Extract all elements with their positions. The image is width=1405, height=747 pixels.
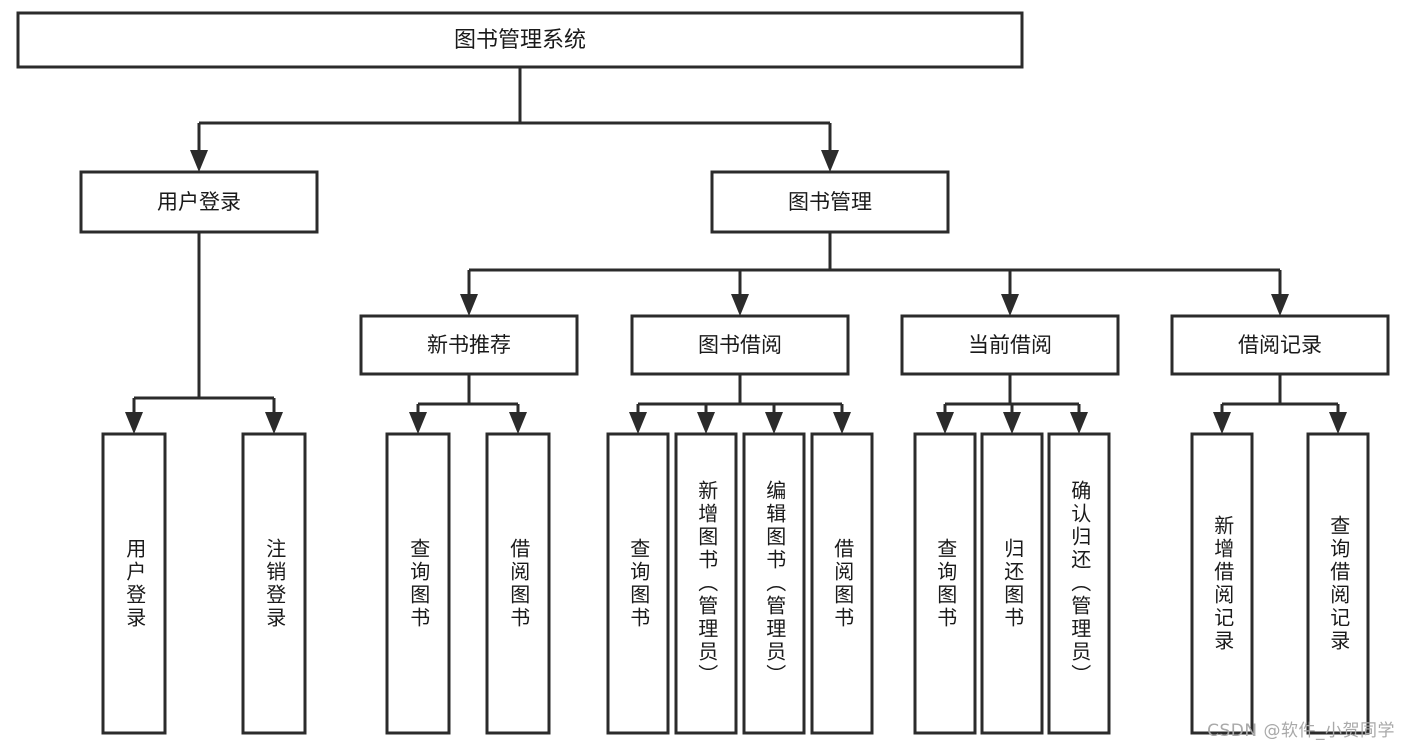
- node-label-user-login: 用户登录: [157, 190, 241, 214]
- level3-node-borrow-record[interactable]: [1170, 314, 1390, 376]
- arrow-head-icon: [1070, 412, 1088, 434]
- arrow-head-icon: [1213, 412, 1231, 434]
- leaf-node-leaf-cur-confirm-return[interactable]: [1047, 432, 1111, 735]
- level3-node-current-borrow[interactable]: [900, 314, 1120, 376]
- arrow-head-icon: [1271, 294, 1289, 316]
- leaf-node-leaf-rec-borrow-book[interactable]: [485, 432, 551, 735]
- leaf-node-leaf-cur-return-book[interactable]: [980, 432, 1044, 735]
- node-boxes-layer: [16, 11, 1390, 735]
- level3-node-new-book-rec[interactable]: [359, 314, 579, 376]
- leaf-node-leaf-user-logout[interactable]: [241, 432, 307, 735]
- arrow-head-icon: [460, 294, 478, 316]
- arrow-head-icon: [265, 412, 283, 434]
- arrow-head-icon: [1003, 412, 1021, 434]
- leaf-node-leaf-rec-add-record[interactable]: [1190, 432, 1254, 735]
- arrow-head-icon: [509, 412, 527, 434]
- leaf-node-leaf-rec-query-record[interactable]: [1306, 432, 1370, 735]
- leaf-node-leaf-borrow-borrow-book[interactable]: [810, 432, 874, 735]
- arrow-head-icon: [125, 412, 143, 434]
- root-node-root[interactable]: [16, 11, 1024, 69]
- node-label-borrow-record: 借阅记录: [1238, 333, 1322, 357]
- leaf-node-leaf-rec-query-book[interactable]: [385, 432, 451, 735]
- arrow-head-icon: [731, 294, 749, 316]
- arrow-head-icon: [409, 412, 427, 434]
- node-label-book-manage: 图书管理: [788, 190, 872, 214]
- arrow-head-icon: [1001, 294, 1019, 316]
- node-label-new-book-rec: 新书推荐: [427, 333, 511, 357]
- leaf-node-leaf-borrow-query-book[interactable]: [606, 432, 670, 735]
- level2-node-user-login[interactable]: [79, 170, 319, 234]
- arrow-head-icon: [821, 150, 839, 172]
- connectors-layer: [125, 67, 1347, 434]
- node-label-current-borrow: 当前借阅: [968, 333, 1052, 357]
- leaf-node-leaf-user-login[interactable]: [101, 432, 167, 735]
- arrow-head-icon: [697, 412, 715, 434]
- node-label-book-borrow: 图书借阅: [698, 333, 782, 357]
- watermark-text: CSDN @软件_小贺同学: [1207, 721, 1395, 741]
- arrow-head-icon: [190, 150, 208, 172]
- node-label-root: 图书管理系统: [454, 28, 586, 53]
- leaf-node-leaf-borrow-edit-book[interactable]: [742, 432, 806, 735]
- leaf-node-leaf-borrow-add-book[interactable]: [674, 432, 738, 735]
- leaf-node-leaf-cur-query-book[interactable]: [913, 432, 977, 735]
- level2-node-book-manage[interactable]: [710, 170, 950, 234]
- arrow-head-icon: [936, 412, 954, 434]
- arrow-head-icon: [833, 412, 851, 434]
- arrow-head-icon: [1329, 412, 1347, 434]
- arrow-head-icon: [765, 412, 783, 434]
- level3-node-book-borrow[interactable]: [630, 314, 850, 376]
- arrow-head-icon: [629, 412, 647, 434]
